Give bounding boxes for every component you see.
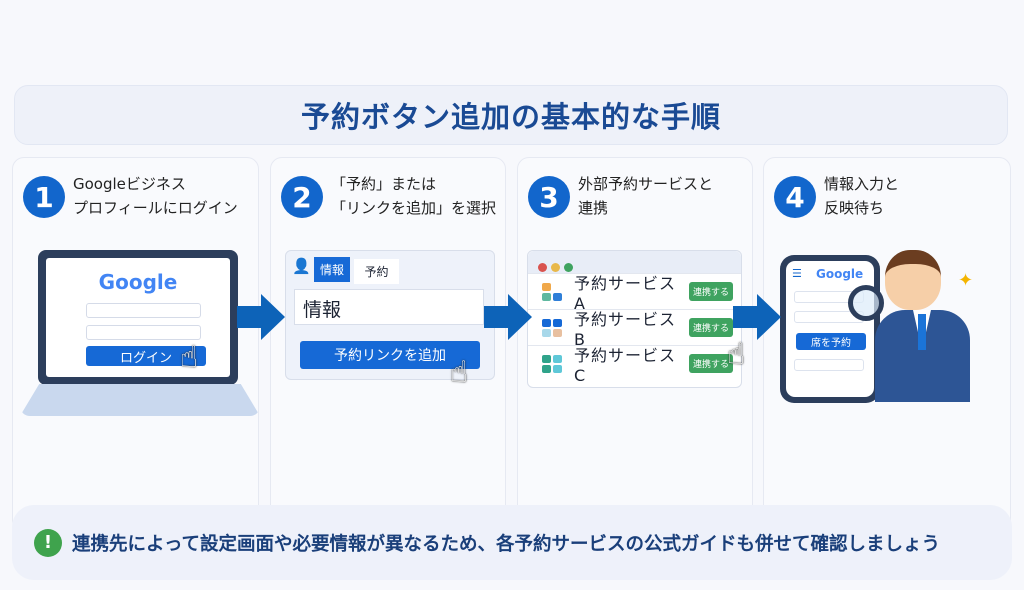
- service-b-icon: [542, 318, 562, 337]
- step-text: Googleビジネス プロフィールにログイン: [73, 175, 238, 217]
- person-suit: [875, 310, 970, 402]
- window-titlebar: [528, 251, 741, 273]
- arrow-right-icon: [484, 294, 534, 340]
- reserve-seat-button: 席を予約: [796, 333, 866, 350]
- connect-button[interactable]: 連携する: [688, 354, 733, 373]
- login-button: ログイン: [86, 346, 206, 366]
- exclamation-icon: !: [34, 528, 62, 557]
- sparkle-icon: ✦: [958, 270, 974, 291]
- service-name: 予約サービス C: [574, 346, 677, 385]
- person-face: [885, 250, 941, 310]
- services-window: 予約サービス A 連携する 予約サービス B 連携する 予約サービス C 連携す…: [527, 250, 742, 388]
- tab-reserve: 予約: [354, 259, 399, 284]
- info-field: 情報: [294, 289, 484, 325]
- service-row: 予約サービス A 連携する: [528, 273, 741, 313]
- laptop-keyboard: [20, 384, 260, 416]
- username-field: [86, 303, 201, 318]
- google-logo: Google: [816, 267, 864, 281]
- pointer-hand-icon: ☝: [727, 337, 746, 372]
- note-banner: ! 連携先によって設定画面や必要情報が異なるため、各予約サービスの公式ガイドも併…: [12, 505, 1012, 580]
- step-text: 情報入力と 反映待ち: [824, 175, 900, 217]
- connect-button[interactable]: 連携する: [688, 282, 733, 301]
- service-name: 予約サービス B: [574, 310, 677, 349]
- tab-info: 情報: [314, 257, 351, 282]
- laptop-illustration: Google ログイン: [38, 250, 238, 385]
- step-number: 4: [774, 176, 816, 218]
- service-row: 予約サービス B 連携する: [528, 309, 741, 349]
- magnifier-icon: [848, 285, 884, 321]
- user-icon: 👤: [292, 257, 311, 275]
- add-reservation-link-button: 予約リンクを追加: [300, 341, 480, 369]
- menu-icon: ☰: [792, 267, 802, 280]
- service-row: 予約サービス C 連携する: [528, 345, 741, 385]
- smartphone-illustration: ☰ Google 席を予約: [780, 255, 880, 403]
- connect-button[interactable]: 連携する: [688, 318, 733, 337]
- password-field: [86, 325, 201, 340]
- title-banner: 予約ボタン追加の基本的な手順: [14, 85, 1008, 145]
- google-logo: Google: [98, 270, 178, 294]
- arrow-right-icon: [237, 294, 287, 340]
- step-number: 2: [281, 176, 323, 218]
- service-c-icon: [542, 354, 562, 373]
- service-a-icon: [542, 282, 562, 301]
- pointer-hand-icon: ☝: [450, 355, 469, 390]
- service-name: 予約サービス A: [574, 274, 677, 313]
- pointer-hand-icon: ☝: [180, 340, 199, 375]
- step-text: 外部予約サービスと 連携: [578, 175, 714, 217]
- page-title: 予約ボタン追加の基本的な手順: [300, 100, 721, 134]
- step-text: 「予約」または 「リンクを追加」を選択: [331, 175, 497, 217]
- arrow-right-icon: [733, 294, 783, 340]
- step-number: 1: [23, 176, 65, 218]
- profile-panel: 👤 情報 予約 情報 予約リンクを追加: [285, 250, 495, 380]
- note-text: 連携先によって設定画面や必要情報が異なるため、各予約サービスの公式ガイドも併せて…: [72, 533, 941, 555]
- step-number: 3: [528, 176, 570, 218]
